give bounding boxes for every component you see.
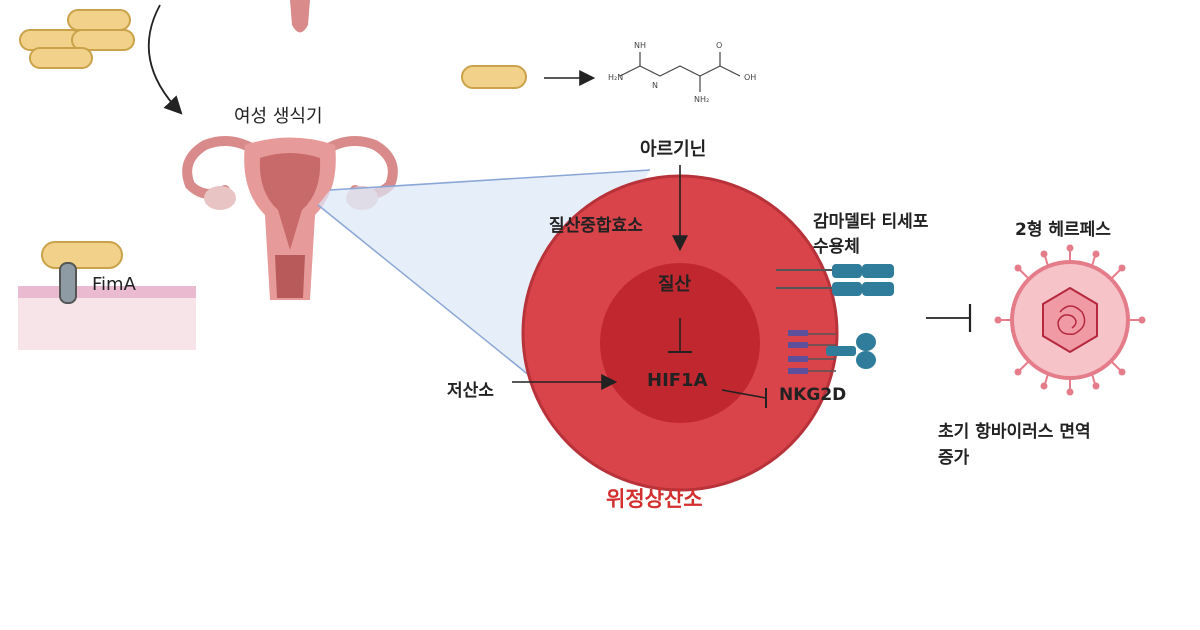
label-antiviral-line2: 증가 (938, 448, 970, 468)
arginine-structure-icon: NH H₂N N O OH NH₂ (608, 41, 756, 104)
gamma-delta-tcr-icon (776, 264, 894, 296)
bacteria-cluster-icon (19, 9, 135, 69)
label-gamma-delta-tcr-line1: 감마델타 티세포 (813, 212, 929, 232)
label-hif1a: HIF1A (647, 370, 708, 391)
label-gamma-delta-tcr-line2: 수용체 (813, 237, 860, 257)
inhibit-hif1a-nkg2d (721, 389, 767, 399)
label-nos: 질산중합효소 (549, 216, 643, 236)
upper-organ-icon (290, 0, 310, 33)
label-nitrate: 질산 (658, 274, 692, 295)
svg-text:H₂N: H₂N (608, 73, 623, 82)
epithelium-icon (18, 241, 196, 350)
bacterium-icon (461, 65, 527, 89)
hsv2-virus-icon (994, 244, 1146, 396)
label-arginine: 아르기닌 (640, 139, 707, 160)
curved-arrow (147, 4, 183, 115)
label-antiviral-line1: 초기 항바이러스 면역 (938, 422, 1091, 442)
svg-text:N: N (652, 81, 658, 90)
label-female-reproductive-tract: 여성 생식기 (234, 106, 323, 127)
label-hsv2: 2형 헤르페스 (1015, 220, 1111, 240)
svg-text:NH: NH (634, 41, 646, 50)
label-hypoxia: 저산소 (447, 381, 494, 401)
label-fima: FimA (92, 274, 136, 295)
nkg2d-receptor-icon (788, 330, 876, 374)
label-physiologic-hypoxia: 위정상산소 (606, 487, 703, 511)
svg-text:O: O (716, 41, 722, 50)
label-nkg2d: NKG2D (779, 385, 847, 405)
svg-text:OH: OH (744, 73, 756, 82)
svg-text:NH₂: NH₂ (694, 95, 709, 104)
